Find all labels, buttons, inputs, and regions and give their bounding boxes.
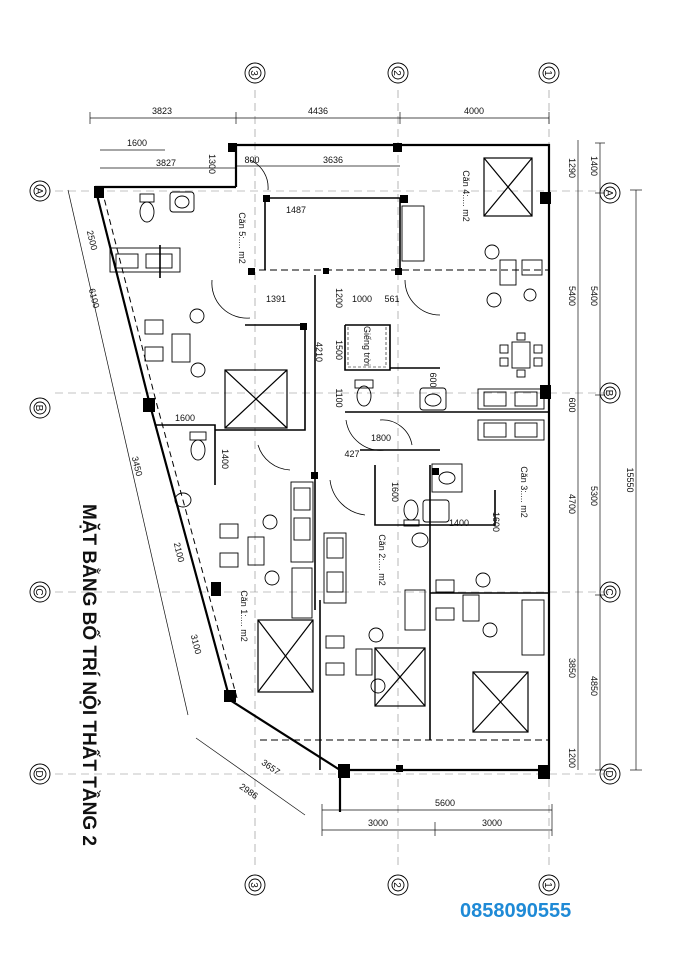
dim-top-inner-1: 3827 [156,158,176,168]
dim-interior-6: 1500 [334,340,344,360]
dim-top-2: 4000 [464,106,484,116]
dim-right-outer-1: 5400 [589,286,599,306]
dim-left-0: 2500 [85,229,100,251]
dim-interior-7: 1100 [334,388,344,407]
exterior-walls [93,143,551,812]
dimension-lines [67,112,642,836]
axis-col-2-bottom: 2 [391,882,402,888]
axis-col-2-top: 2 [391,70,402,76]
axis-labels: 3 2 1 3 2 1 A B C D A B C D [33,70,614,888]
interior-walls [155,197,548,770]
dim-interior-13: 1600 [390,482,400,502]
axis-bubbles [29,62,621,896]
dim-right-outer-0: 1400 [589,156,599,176]
door-swings [211,159,441,516]
phone-number: 0858090555 [460,900,572,922]
dim-interior-2: 1200 [334,288,344,308]
dim-right-outer-2: 5300 [589,486,599,506]
room-label-can-2: Căn 2:.... m2 [377,534,387,586]
dim-interior-5: 4210 [314,342,324,362]
lift-shafts [224,157,533,733]
dim-bottom-total: 5600 [435,798,455,808]
axis-row-b-right: B [603,390,614,397]
dim-interior-1: 1391 [266,294,286,304]
axis-col-3-top: 3 [248,70,259,76]
dim-left-3: 2100 [172,541,187,563]
dim-right-inner-4: 3850 [567,658,577,678]
dim-left-4: 3100 [189,633,204,655]
axis-row-c-left: C [33,588,44,595]
axis-col-3-bottom: 3 [248,882,259,888]
dim-right-inner-0: 1290 [567,158,577,178]
room-label-can-5: Căn 5:.... m2 [237,212,247,264]
dim-interior-3: 1000 [352,294,372,304]
dim-angled-1: 2986 [238,781,260,801]
desks [144,244,543,694]
axis-col-1-top: 1 [542,70,553,76]
dim-interior-0: 1487 [286,205,306,215]
dim-left-2: 3450 [130,455,145,477]
dim-interior-4: 561 [384,294,399,304]
axis-row-b-left: B [33,405,44,412]
dim-right-inner-2: 600 [567,397,577,412]
kitchen-fixtures [109,205,545,656]
room-labels: Căn 5:.... m2 Căn 4:.... m2 Căn 3:.... m… [237,170,529,642]
dim-top-inner-4: 1300 [207,154,217,174]
dim-right-inner-3: 4700 [567,494,577,514]
axis-row-a-right: A [603,190,614,197]
dim-interior-12: 427 [344,449,359,459]
dim-right-total: 15550 [625,467,635,492]
dim-top-1: 4436 [308,106,328,116]
dim-top-inner-2: 800 [244,155,259,165]
room-label-lightwell: Giếng trời [362,326,372,366]
dim-right-outer-3: 4850 [589,676,599,696]
dim-interior-10: 1400 [220,449,230,469]
axis-row-a-left: A [33,188,44,195]
dining-table [499,332,543,378]
dim-bottom-1: 3000 [482,818,502,828]
room-label-can-1: Căn 1:.... m2 [239,590,249,642]
dim-top-inner-0: 1600 [127,138,147,148]
bathroom-fixtures [139,191,463,548]
dim-interior-15: 1600 [491,512,501,532]
dim-interior-11: 1800 [371,433,391,443]
axis-row-d-right: D [603,770,614,777]
room-label-can-4: Căn 4:.... m2 [461,170,471,222]
axis-row-c-right: C [603,588,614,595]
dim-top-0: 3823 [152,106,172,116]
dim-right-inner-1: 5400 [567,286,577,306]
dim-top-inner-3: 3636 [323,155,343,165]
dimension-texts: 3823 4436 4000 1600 3827 800 3636 1300 1… [85,106,635,828]
plan-title: MẶT BẰNG BỐ TRÍ NỘI THẤT TẦNG 2 [78,504,99,846]
room-label-can-3: Căn 3:.... m2 [519,466,529,518]
dim-right-inner-5: 1200 [567,748,577,768]
dim-left-1: 6100 [87,287,102,309]
axis-col-1-bottom: 1 [542,882,553,888]
dim-bottom-0: 3000 [368,818,388,828]
dim-interior-9: 1600 [175,413,195,423]
dim-interior-14: 1400 [449,518,469,528]
structural-columns [94,143,551,779]
dim-interior-8: 600 [428,372,438,387]
axis-row-d-left: D [33,770,44,777]
